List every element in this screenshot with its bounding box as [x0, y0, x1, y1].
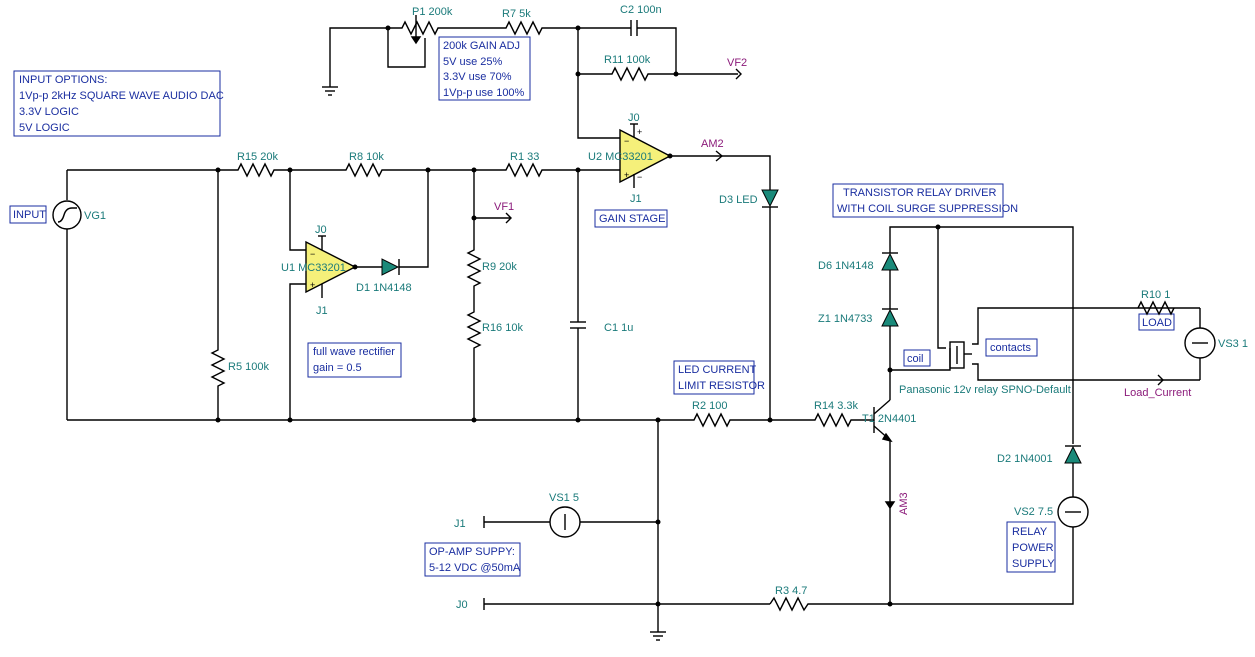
note-gain-adj: 200k GAIN ADJ 5V use 25% 3.3V use 70% 1V…	[438, 36, 531, 101]
input-rectifier	[52, 162, 690, 423]
label-r7: R7 5k	[502, 8, 531, 20]
label-r8: R8 10k	[349, 151, 384, 163]
label-r9: R9 20k	[482, 261, 517, 273]
label-u2: U2 MC33201	[588, 151, 653, 163]
label-t1: T1 2N4401	[862, 413, 916, 425]
note-contacts: contacts	[985, 338, 1038, 357]
net-vf2: VF2	[727, 57, 747, 69]
net-vf1: VF1	[494, 201, 514, 213]
svg-text:LIMIT RESISTOR: LIMIT RESISTOR	[678, 380, 765, 392]
label-vg1: VG1	[84, 210, 106, 222]
note-coil: coil	[903, 349, 931, 367]
svg-text:TRANSISTOR RELAY DRIVER: TRANSISTOR RELAY DRIVER	[843, 187, 996, 199]
svg-text:gain = 0.5: gain = 0.5	[313, 362, 362, 374]
svg-text:coil: coil	[907, 353, 924, 365]
label-r14: R14 3.3k	[814, 400, 859, 412]
svg-text:INPUT: INPUT	[13, 209, 46, 221]
svg-text:3.3V use 70%: 3.3V use 70%	[443, 71, 512, 83]
svg-text:−: −	[310, 249, 315, 259]
label-r2: R2 100	[692, 400, 727, 412]
svg-text:+: +	[624, 170, 629, 180]
label-c2: C2 100n	[620, 4, 662, 16]
label-vs1: VS1 5	[549, 492, 579, 504]
label-r10: R10 1	[1141, 289, 1170, 301]
svg-text:−: −	[637, 172, 642, 182]
label-r11: R11 100k	[604, 54, 651, 66]
label-d2: D2 1N4001	[997, 453, 1053, 465]
label-r3: R3 4.7	[775, 585, 807, 597]
svg-text:full wave rectifier: full wave rectifier	[313, 346, 395, 358]
label-d6: D6 1N4148	[818, 260, 874, 272]
opamp-u2: − + + −	[619, 123, 673, 188]
label-j0: J0	[456, 599, 468, 611]
svg-text:5V LOGIC: 5V LOGIC	[19, 122, 70, 134]
supply-section	[483, 420, 893, 641]
svg-text:200k GAIN ADJ: 200k GAIN ADJ	[443, 40, 520, 52]
svg-text:WITH COIL SURGE SUPPRESSION: WITH COIL SURGE SUPPRESSION	[837, 203, 1018, 215]
svg-text:contacts: contacts	[990, 342, 1031, 354]
svg-text:+: +	[637, 127, 642, 137]
note-rectifier: full wave rectifier gain = 0.5	[307, 342, 402, 378]
net-am3: AM3	[898, 492, 910, 515]
svg-text:INPUT OPTIONS:: INPUT OPTIONS:	[19, 74, 107, 86]
net-am2: AM2	[701, 138, 724, 150]
svg-text:3.3V LOGIC: 3.3V LOGIC	[19, 106, 79, 118]
label-c1: C1 1u	[604, 322, 633, 334]
note-opamp-supply: OP-AMP SUPPY: 5-12 VDC @50mA	[424, 542, 521, 577]
svg-text:1Vp-p use 100%: 1Vp-p use 100%	[443, 87, 525, 99]
label-p1: P1 200k	[412, 6, 453, 18]
label-d1: D1 1N4148	[356, 282, 412, 294]
svg-text:LED CURRENT: LED CURRENT	[678, 364, 757, 376]
svg-text:+: +	[310, 280, 315, 290]
note-input: INPUT	[9, 205, 47, 224]
label-u1: U1 MC33201	[281, 262, 346, 274]
label-u2-j0: J0	[628, 112, 640, 124]
label-relay: Panasonic 12v relay SPNO-Default	[899, 384, 1071, 396]
label-j1: J1	[454, 518, 466, 530]
note-gain-stage: GAIN STAGE	[594, 209, 668, 228]
am2-path	[670, 150, 779, 420]
note-relay-driver: TRANSISTOR RELAY DRIVER WITH COIL SURGE …	[832, 183, 1018, 218]
feedback-network	[322, 15, 742, 139]
label-r15: R15 20k	[237, 151, 278, 163]
net-load-current: Load_Current	[1124, 387, 1191, 399]
svg-text:−: −	[624, 136, 629, 146]
svg-text:LOAD: LOAD	[1142, 317, 1172, 329]
svg-text:SUPPLY: SUPPLY	[1012, 558, 1055, 570]
note-input-options: INPUT OPTIONS: 1Vp-p 2kHz SQUARE WAVE AU…	[13, 70, 224, 137]
svg-text:5-12 VDC @50mA: 5-12 VDC @50mA	[429, 562, 521, 574]
svg-text:5V use 25%: 5V use 25%	[443, 56, 503, 68]
label-vs3: VS3 1	[1218, 338, 1248, 350]
label-u2-j1: J1	[630, 193, 642, 205]
svg-text:GAIN STAGE: GAIN STAGE	[599, 213, 665, 225]
note-led-limit: LED CURRENT LIMIT RESISTOR	[673, 360, 765, 395]
label-r16: R16 10k	[482, 322, 523, 334]
label-d3: D3 LED	[719, 194, 758, 206]
svg-text:POWER: POWER	[1012, 542, 1054, 554]
svg-text:OP-AMP SUPPY:: OP-AMP SUPPY:	[429, 546, 515, 558]
note-relay-supply: RELAY POWER SUPPLY	[1006, 521, 1056, 573]
label-r5: R5 100k	[228, 361, 269, 373]
label-u1-j0: J0	[315, 224, 327, 236]
label-z1: Z1 1N4733	[818, 313, 872, 325]
opamp-u1: − +	[305, 235, 358, 298]
label-vs2: VS2 7.5	[1014, 506, 1053, 518]
label-u1-j1: J1	[316, 305, 328, 317]
svg-text:RELAY: RELAY	[1012, 526, 1048, 538]
driver-section	[690, 224, 1216, 605]
svg-text:1Vp-p 2kHz SQUARE WAVE AUDIO D: 1Vp-p 2kHz SQUARE WAVE AUDIO DAC	[19, 90, 224, 102]
label-r1: R1 33	[510, 151, 539, 163]
note-load: LOAD	[1138, 313, 1175, 331]
